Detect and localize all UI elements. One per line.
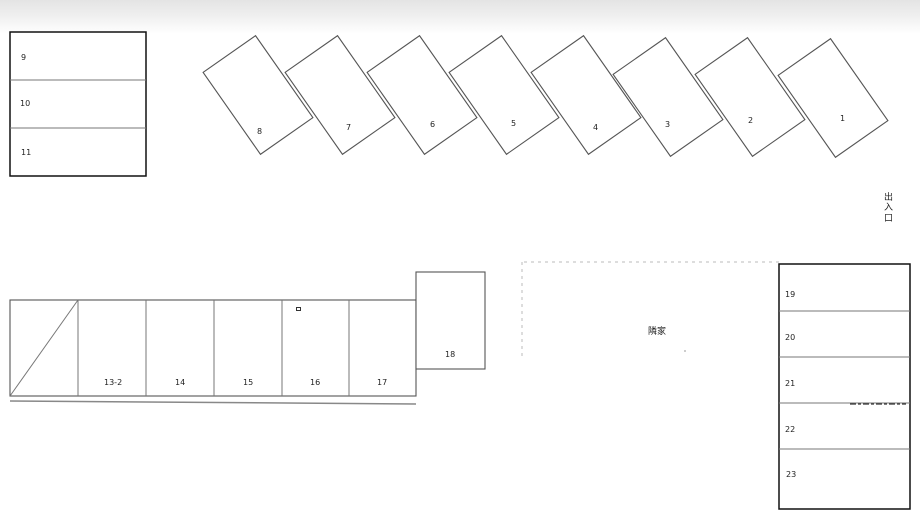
- space-1: [777, 37, 889, 159]
- entrance-label: 出 入 口: [884, 191, 893, 224]
- space-2-label: 2: [748, 116, 753, 125]
- neighbor-label: 隣家: [648, 325, 666, 337]
- space-19-label: 19: [785, 290, 795, 299]
- space-1-label: 1: [840, 114, 845, 123]
- space-21-label: 21: [785, 379, 795, 388]
- space-6: [366, 34, 478, 156]
- space-10-label: 10: [20, 99, 30, 108]
- space-16-label: 16: [310, 378, 320, 387]
- space-5-label: 5: [511, 119, 516, 128]
- space-3-label: 3: [665, 120, 670, 129]
- space-22-label: 22: [785, 425, 795, 434]
- bottom-row: 13-2 14 15 16 17 18: [9, 271, 486, 405]
- block-9-11: 9 10 11: [9, 31, 147, 177]
- scan-top-band: [0, 0, 920, 34]
- space-18: [415, 271, 486, 370]
- block-9-11-outline: [9, 31, 147, 177]
- space-2: [694, 36, 806, 158]
- neighbor-area: 隣家: [521, 261, 780, 360]
- entrance-char-3: 口: [884, 214, 893, 224]
- space-3: [612, 36, 724, 158]
- marker-square: [296, 307, 301, 311]
- space-17-label: 17: [377, 378, 387, 387]
- space-23-label: 23: [786, 470, 796, 479]
- block-19-23-outline: [778, 263, 911, 510]
- no-parking-diagonal: [9, 299, 79, 397]
- space-13-2-label: 13-2: [104, 378, 122, 387]
- curb-line: [9, 400, 417, 405]
- space-14-label: 14: [175, 378, 185, 387]
- space-8-label: 8: [257, 127, 262, 136]
- space-8: [202, 34, 314, 156]
- space-6-label: 6: [430, 120, 435, 129]
- entrance-char-1: 出: [884, 191, 893, 203]
- space-11-label: 11: [21, 148, 31, 157]
- space-7-label: 7: [346, 123, 351, 132]
- space-9-label: 9: [21, 53, 26, 62]
- space-20-label: 20: [785, 333, 795, 342]
- space-4-label: 4: [593, 123, 598, 132]
- diagonal-row: 8 7 6 5 4 3 2 1: [202, 34, 889, 159]
- bottom-row-outline: [9, 299, 417, 397]
- space-4: [530, 34, 642, 156]
- space-7: [284, 34, 396, 156]
- space-5: [448, 34, 560, 156]
- space-15-label: 15: [243, 378, 253, 387]
- entrance-char-2: 入: [884, 202, 893, 213]
- block-19-23: 19 20 21 22 23: [778, 263, 911, 510]
- space-18-label: 18: [445, 350, 455, 359]
